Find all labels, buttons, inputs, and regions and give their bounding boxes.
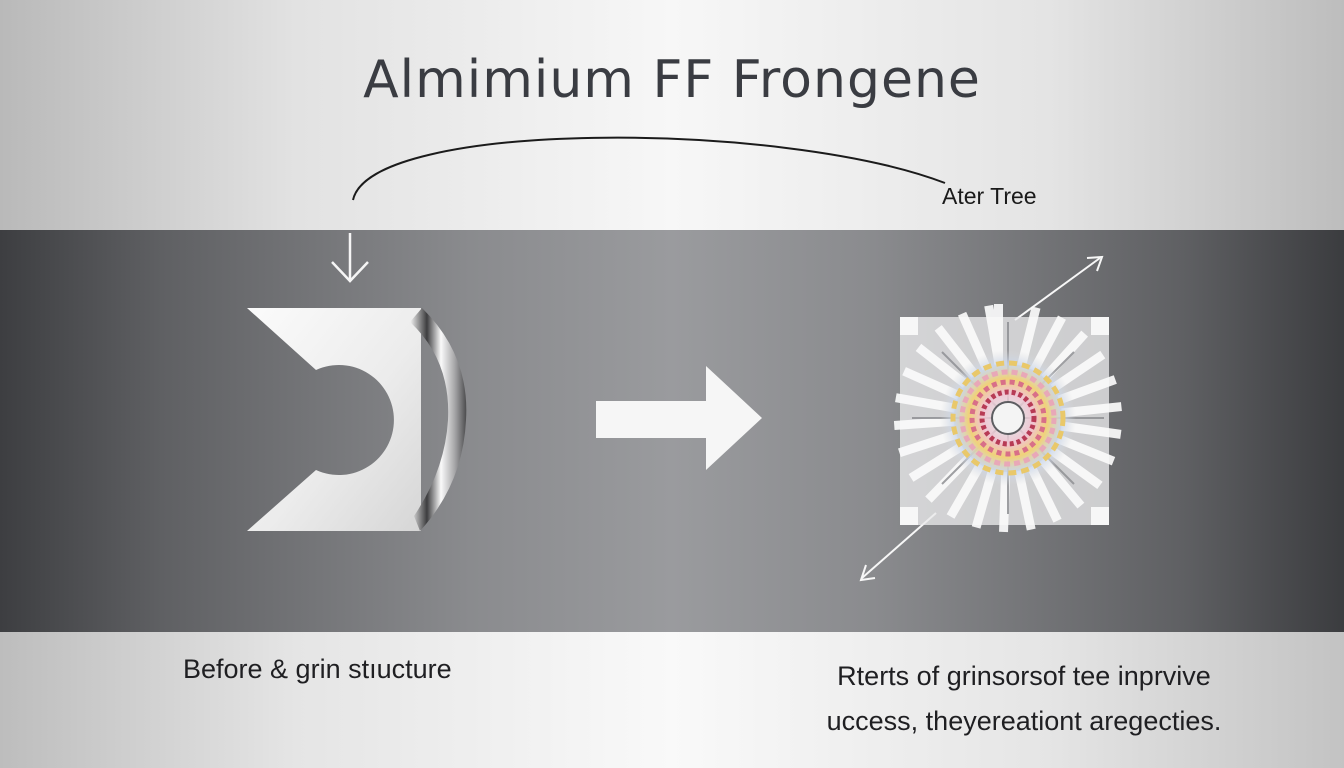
top-band [0,0,1344,230]
connector-curve [352,136,946,201]
grain-structure-before-icon [247,308,467,531]
after-label: Ater Tree [942,183,1037,209]
after-caption-line-1: Rterts of grinsorsof tee inprvive [837,661,1211,691]
bottom-band [0,632,1344,768]
after-caption-line-2: uccess, theyereationt aregecties. [826,706,1222,736]
refined-grain-structure-icon [893,304,1122,533]
down-arrow-icon [331,233,369,283]
after-caption: Rterts of grinsorsof tee inprvive uccess… [774,654,1274,744]
before-caption: Before & grin stıucture [183,654,452,684]
right-arrow-icon [596,366,762,470]
page-title: Almimium FF Frongene [363,50,981,110]
